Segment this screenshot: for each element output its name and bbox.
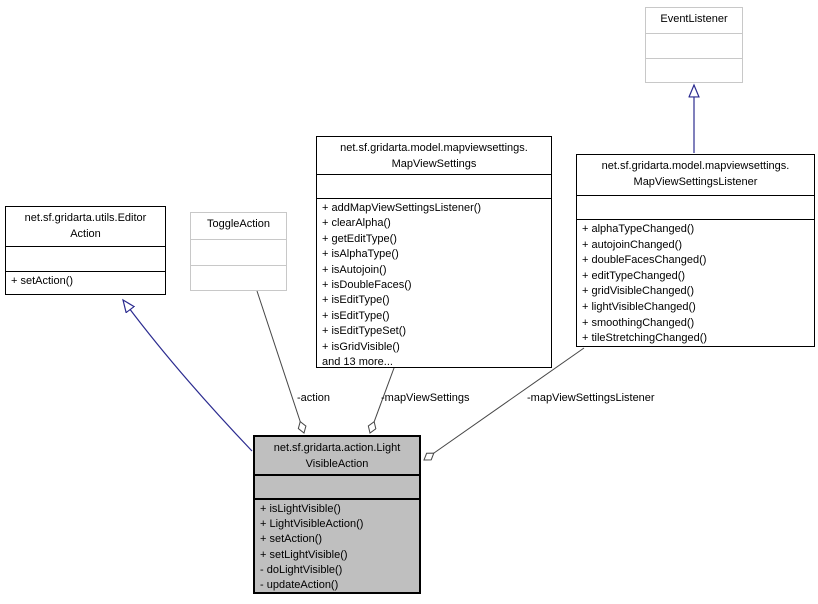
class-title: ToggleAction bbox=[207, 218, 270, 230]
class-title: net.sf.gridarta.model.mapviewsettings. M… bbox=[340, 142, 528, 170]
methods-compartment: + isLightVisible() + LightVisibleAction(… bbox=[255, 498, 419, 592]
methods-compartment bbox=[191, 265, 286, 290]
methods-compartment bbox=[646, 58, 742, 82]
association-edge-map-view-settings-listener bbox=[424, 347, 585, 460]
methods-compartment: + setAction() bbox=[6, 271, 165, 294]
class-title: net.sf.gridarta.utils.Editor Action bbox=[24, 212, 147, 240]
methods-compartment: + addMapViewSettingsListener() + clearAl… bbox=[317, 198, 551, 367]
edge-label-map-view-settings: -mapViewSettings bbox=[381, 392, 470, 404]
class-box-map-view-settings-listener[interactable]: net.sf.gridarta.model.mapviewsettings. M… bbox=[576, 154, 815, 347]
attributes-compartment bbox=[255, 474, 419, 498]
class-title: net.sf.gridarta.action.Light VisibleActi… bbox=[273, 442, 401, 470]
class-title: EventListener bbox=[660, 13, 728, 25]
class-title: net.sf.gridarta.model.mapviewsettings. M… bbox=[601, 160, 790, 188]
class-box-light-visible-action[interactable]: net.sf.gridarta.action.Light VisibleActi… bbox=[253, 435, 421, 594]
edge-label-action: -action bbox=[297, 392, 331, 404]
class-box-toggle-action[interactable]: ToggleAction bbox=[190, 212, 287, 291]
class-box-editor-action[interactable]: net.sf.gridarta.utils.Editor Action + se… bbox=[5, 206, 166, 295]
attributes-compartment bbox=[646, 33, 742, 58]
attributes-compartment bbox=[6, 246, 165, 271]
methods-compartment: + alphaTypeChanged() + autojoinChanged()… bbox=[577, 219, 814, 346]
edge-label-map-view-settings-listener: -mapViewSettingsListener bbox=[527, 392, 655, 404]
association-edge-map-view-settings bbox=[370, 367, 395, 433]
class-box-event-listener[interactable]: EventListener bbox=[645, 7, 743, 83]
attributes-compartment bbox=[577, 195, 814, 219]
association-edge-action bbox=[256, 290, 304, 433]
attributes-compartment bbox=[191, 239, 286, 265]
attributes-compartment bbox=[317, 174, 551, 198]
inheritance-edge-editor-action bbox=[123, 300, 253, 452]
class-box-map-view-settings[interactable]: net.sf.gridarta.model.mapviewsettings. M… bbox=[316, 136, 552, 368]
